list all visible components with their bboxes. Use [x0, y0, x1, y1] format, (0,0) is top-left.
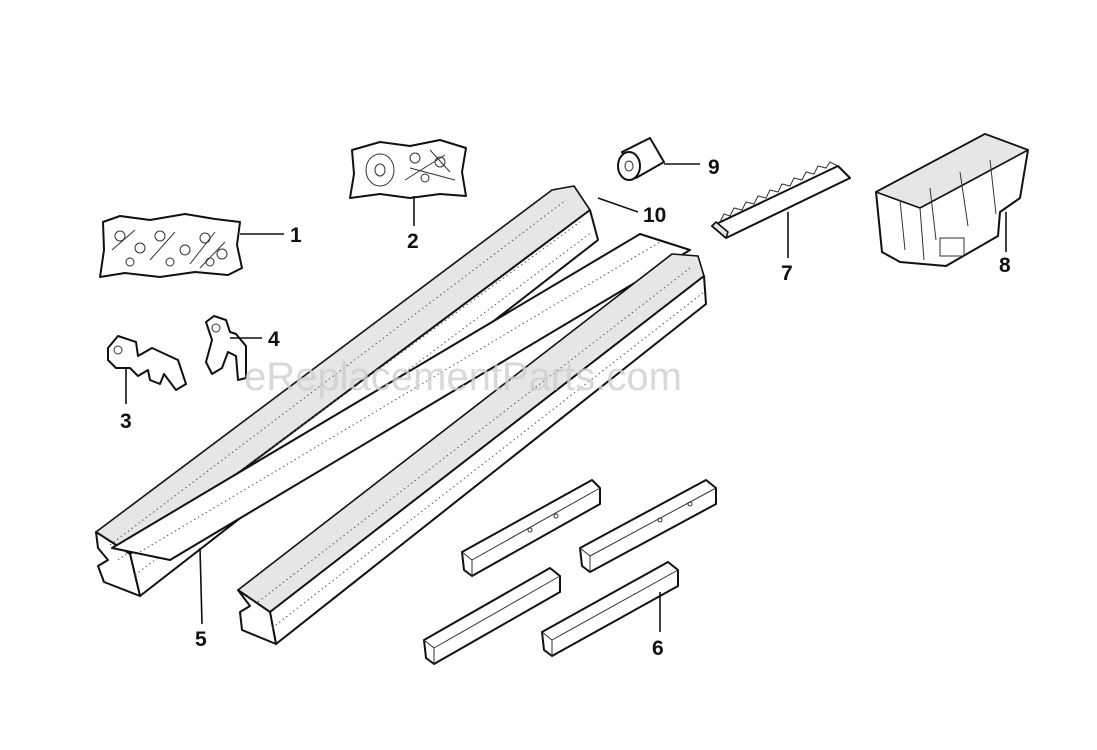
part-8-carriage[interactable]: [875, 133, 1029, 267]
callout-4: 4: [268, 328, 280, 351]
part-9-cylinder[interactable]: [617, 137, 665, 181]
watermark: eReplacementParts.com: [244, 355, 682, 399]
callout-10: 10: [643, 204, 666, 227]
part-6-short-rail-2[interactable]: [579, 479, 717, 573]
callout-7: 7: [781, 262, 793, 285]
part-7-drive-block[interactable]: [711, 161, 851, 239]
part-6-short-rail-4[interactable]: [541, 561, 679, 657]
callout-6: 6: [652, 637, 664, 660]
part-3-bracket[interactable]: [107, 335, 187, 391]
callout-5: 5: [195, 628, 207, 651]
callout-1: 1: [290, 224, 302, 247]
part-4-bracket[interactable]: [205, 315, 247, 381]
part-5-rail-c[interactable]: [237, 253, 707, 645]
callout-8: 8: [999, 254, 1011, 277]
part-6-short-rail-3[interactable]: [423, 567, 561, 665]
callouts: 1 2 3 4 5 6 7 8 9 10: [120, 156, 1011, 660]
callout-3: 3: [120, 410, 132, 433]
callout-2: 2: [407, 230, 419, 253]
callout-9: 9: [708, 156, 720, 179]
part-6-short-rail-1[interactable]: [461, 479, 601, 577]
leader-lines: [125, 163, 1007, 632]
part-5-rail-b[interactable]: [111, 233, 691, 561]
part-1-hardware-bag[interactable]: [99, 213, 243, 278]
part-2-hardware-bag[interactable]: [349, 139, 467, 199]
